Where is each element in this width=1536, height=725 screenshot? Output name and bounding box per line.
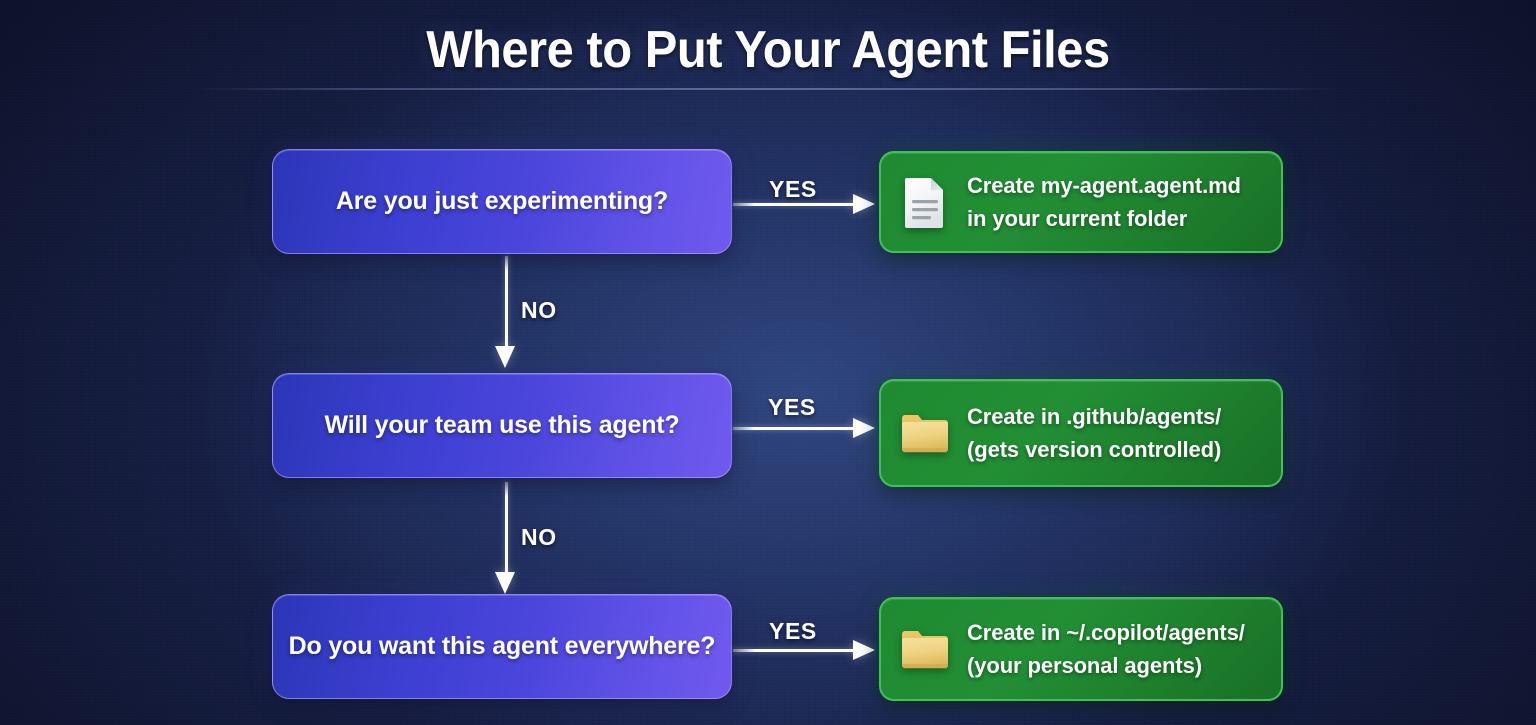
outcome-text: Create my-agent.agent.md in your current… <box>967 169 1241 236</box>
outcome-line-2: in your current folder <box>967 206 1188 231</box>
decision-box-everywhere[interactable]: Do you want this agent everywhere? <box>272 594 732 699</box>
yes-arrow <box>733 418 879 438</box>
outcome-line-1: Create my-agent.agent.md <box>967 172 1241 198</box>
yes-label: YES <box>769 618 817 644</box>
arrow-line <box>733 202 857 206</box>
arrow-head-icon <box>853 418 875 438</box>
outcome-line-2: (gets version controlled) <box>967 437 1222 462</box>
page-title: Where to Put Your Agent Files <box>426 21 1110 79</box>
yes-arrow <box>733 194 879 214</box>
folder-icon <box>899 405 951 461</box>
decision-label: Are you just experimenting? <box>335 187 669 215</box>
arrow-line <box>504 482 508 574</box>
outcome-text: Create in .github/agents/ (gets version … <box>967 400 1221 467</box>
arrow-line <box>733 648 857 652</box>
outcome-box-current-folder[interactable]: Create my-agent.agent.md in your current… <box>879 151 1283 253</box>
no-label: NO <box>521 297 557 323</box>
arrow-head-icon <box>853 194 875 214</box>
yes-label: YES <box>768 394 816 420</box>
document-icon <box>899 174 951 230</box>
yes-label: YES <box>769 176 817 202</box>
arrow-head-icon <box>853 640 875 660</box>
outcome-line-1: Create in ~/.copilot/agents/ <box>967 619 1245 645</box>
yes-arrow <box>733 640 879 660</box>
decision-label: Do you want this agent everywhere? <box>288 632 716 660</box>
outcome-text: Create in ~/.copilot/agents/ (your perso… <box>967 616 1245 683</box>
decision-box-experimenting[interactable]: Are you just experimenting? <box>272 149 732 254</box>
outcome-box-copilot-agents[interactable]: Create in ~/.copilot/agents/ (your perso… <box>879 597 1283 701</box>
title-divider <box>198 88 1338 90</box>
outcome-line-1: Create in .github/agents/ <box>967 403 1222 429</box>
arrow-head-icon <box>495 572 515 594</box>
arrow-line <box>733 426 857 430</box>
decision-label: Will your team use this agent? <box>324 411 680 439</box>
no-arrow <box>495 482 515 594</box>
no-label: NO <box>521 524 557 550</box>
decision-box-team[interactable]: Will your team use this agent? <box>272 373 732 478</box>
outcome-box-github-agents[interactable]: Create in .github/agents/ (gets version … <box>879 379 1283 487</box>
arrow-line <box>504 256 508 348</box>
no-arrow <box>495 256 515 368</box>
arrow-head-icon <box>495 346 515 368</box>
folder-icon <box>899 621 951 677</box>
outcome-line-2: (your personal agents) <box>967 653 1202 678</box>
